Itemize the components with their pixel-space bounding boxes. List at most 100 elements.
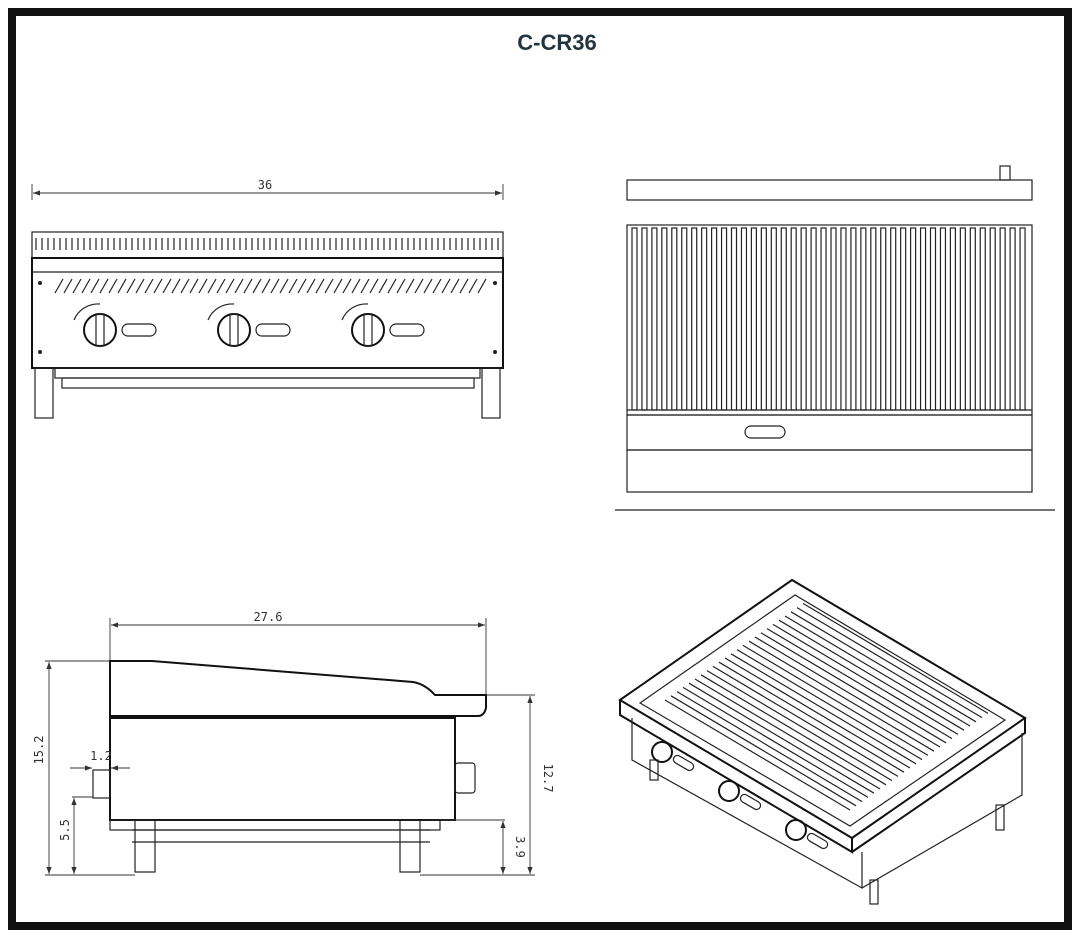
control-knob xyxy=(217,313,251,347)
grate-bar xyxy=(939,227,947,411)
grate-bar xyxy=(700,674,887,786)
isometric-view xyxy=(618,578,1027,905)
grate-bar xyxy=(1019,227,1026,411)
pilot-slot xyxy=(806,832,829,850)
grate-bar xyxy=(664,699,851,811)
grate-bar xyxy=(740,227,748,411)
pilot-slot xyxy=(389,323,425,337)
vent-slot xyxy=(162,278,172,294)
grate-bar xyxy=(742,644,929,756)
gas-inlet-height-label: 5.5 xyxy=(58,819,72,841)
grate-bar xyxy=(681,227,688,411)
grate-bar xyxy=(830,227,837,411)
grate-bar xyxy=(999,227,1006,411)
front-height-label: 12.7 xyxy=(541,764,555,793)
grate-bar xyxy=(790,227,797,411)
vent-slot xyxy=(261,278,271,294)
vent-slot xyxy=(99,278,109,294)
front-view: 36 xyxy=(31,178,504,419)
vent-slot xyxy=(414,278,424,294)
vent-slot xyxy=(171,278,181,294)
vent-slot xyxy=(297,278,307,294)
vent-slot xyxy=(459,278,469,294)
vent-slot xyxy=(477,278,487,294)
model-title: C-CR36 xyxy=(517,30,596,55)
pilot-slot xyxy=(672,754,695,772)
vent-slot xyxy=(378,278,388,294)
grate-bar xyxy=(949,227,957,411)
knob-arrow xyxy=(341,303,369,321)
grate-bar xyxy=(989,227,996,411)
vent-slot xyxy=(234,278,244,294)
control-knob xyxy=(785,819,807,841)
width-label: 36 xyxy=(258,178,272,192)
grate-bar xyxy=(701,227,708,411)
grate-bar xyxy=(820,227,827,411)
vent-slot xyxy=(279,278,289,294)
grate-bar xyxy=(909,227,917,411)
pilot-slot xyxy=(739,793,762,811)
grate-bar xyxy=(754,636,941,748)
vent-slot xyxy=(333,278,343,294)
grate-bar xyxy=(676,691,863,803)
vent-slot xyxy=(369,278,379,294)
vent-slot xyxy=(135,278,145,294)
vent-slot xyxy=(387,278,397,294)
vent-slot xyxy=(450,278,460,294)
vent-slot xyxy=(144,278,154,294)
grate-bar xyxy=(748,640,935,752)
grate-bar xyxy=(959,227,966,411)
vent-slot xyxy=(117,278,127,294)
leg-height-label: 3.9 xyxy=(513,836,527,858)
grate-bar xyxy=(796,607,983,719)
vent-slot xyxy=(90,278,100,294)
vent-slot xyxy=(207,278,217,294)
grate-bar xyxy=(651,227,658,411)
grate-bar xyxy=(850,227,857,411)
vent-slot xyxy=(54,278,64,294)
vent-slot xyxy=(252,278,262,294)
control-knob xyxy=(83,313,117,347)
vent-slot xyxy=(216,278,226,294)
knob-depth-label: 1.2 xyxy=(90,749,112,763)
grate-bar xyxy=(670,695,857,807)
vent-slot xyxy=(225,278,235,294)
vent-slot xyxy=(63,278,73,294)
grate-bar xyxy=(631,227,638,411)
control-knob xyxy=(351,313,385,347)
grate-bar xyxy=(770,227,777,411)
vent-slot xyxy=(243,278,253,294)
grate-bar xyxy=(710,227,718,411)
grate-bar xyxy=(802,602,989,714)
vent-slot xyxy=(324,278,334,294)
grate-bar xyxy=(760,632,947,744)
grate-bar xyxy=(929,227,937,411)
grate-bar xyxy=(969,227,976,411)
knob-arrow xyxy=(207,303,235,321)
grate-bar xyxy=(720,227,728,411)
control-knob xyxy=(651,741,673,763)
grate-bar xyxy=(772,623,959,735)
vent-slot xyxy=(198,278,208,294)
grate-bar xyxy=(712,665,899,777)
grate-bar xyxy=(760,227,767,411)
grate-bar xyxy=(766,628,953,740)
grate-bar xyxy=(979,227,986,411)
grate-bar xyxy=(784,615,971,727)
side-view: 27.6 15.2 1.2 5.5 12.7 3.9 xyxy=(32,610,555,876)
pilot-slot xyxy=(255,323,291,337)
vent-slot xyxy=(315,278,325,294)
top-view xyxy=(615,165,1055,511)
depth-label: 27.6 xyxy=(254,610,283,624)
grate-bar xyxy=(730,653,917,765)
vent-slot xyxy=(270,278,280,294)
pilot-slot xyxy=(121,323,157,337)
grate-bar xyxy=(800,227,807,411)
vent-slot xyxy=(72,278,82,294)
grate-bar xyxy=(890,227,897,411)
grate-bar xyxy=(671,227,678,411)
grate-bar xyxy=(1009,227,1016,411)
grate-bar xyxy=(810,227,817,411)
vent-slot xyxy=(180,278,190,294)
